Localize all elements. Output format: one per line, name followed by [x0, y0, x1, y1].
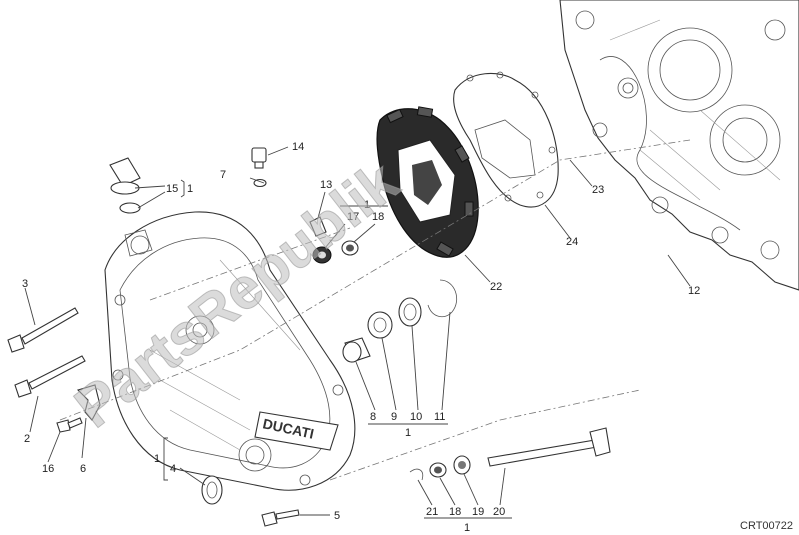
washer-7 [253, 178, 267, 188]
push-rod-20 [487, 427, 611, 467]
callout-12: 12 [688, 285, 700, 297]
callout-18-bottom: 18 [449, 506, 461, 518]
plug-14 [251, 147, 267, 169]
callout-20: 20 [493, 506, 505, 518]
bolt-5 [261, 509, 300, 527]
washer-10 [398, 297, 422, 327]
callout-10: 10 [410, 411, 422, 423]
callout-17: 17 [347, 211, 359, 223]
bolt-2 [14, 355, 86, 398]
bushing-8 [342, 337, 371, 363]
callout-16: 16 [42, 463, 54, 475]
callout-2: 2 [24, 433, 30, 445]
seal-9 [367, 311, 393, 339]
callout-15-group-1: 1 [187, 183, 193, 195]
oil-seal-4 [201, 475, 223, 505]
callout-labels: 1 15 1 14 7 13 17 18 3 2 6 16 4 1 5 8 9 … [22, 141, 700, 534]
bearing-18-top [341, 240, 359, 256]
leader-lines [24, 146, 691, 519]
callout-11: 11 [434, 411, 445, 423]
axis-line [59, 139, 691, 421]
callout-18-top: 18 [372, 211, 384, 223]
oil-filler-cap [109, 157, 141, 214]
callout-24: 24 [566, 236, 578, 248]
callout-19: 19 [472, 506, 484, 518]
callout-6: 6 [80, 463, 86, 475]
callout-22: 22 [490, 281, 502, 293]
callout-14: 14 [292, 141, 304, 153]
callout-1-mid: 1 [405, 427, 411, 439]
callout-9: 9 [391, 411, 397, 423]
callout-4: 4 [170, 463, 176, 475]
circlip-11 [427, 279, 457, 318]
seal-19 [453, 455, 471, 475]
spring-17 [312, 246, 332, 264]
circlip-21 [409, 468, 424, 481]
callout-1-top: 1 [364, 199, 370, 211]
bearing-18-bottom [429, 462, 447, 478]
callout-8: 8 [370, 411, 376, 423]
cover-gasket [453, 71, 559, 208]
damper-plate [376, 106, 479, 258]
callout-23: 23 [592, 184, 604, 196]
crankcase-half [559, 0, 799, 291]
callout-21: 21 [426, 506, 438, 518]
dowel-13 [309, 216, 327, 237]
callout-3: 3 [22, 278, 28, 290]
bracket-6 [76, 384, 101, 421]
drawing-code: CRT00722 [740, 520, 793, 532]
bolt-16 [56, 417, 83, 433]
callout-5: 5 [334, 510, 340, 522]
callout-13: 13 [320, 179, 332, 191]
callout-15: 15 [166, 183, 178, 195]
callout-1-left: 1 [154, 453, 160, 465]
axis-line-upper [149, 227, 351, 301]
callout-7: 7 [220, 169, 226, 181]
axis-line-lower [329, 389, 641, 481]
bolt-3 [7, 307, 79, 353]
callout-1-bottom: 1 [464, 522, 470, 534]
clutch-cover: DUCATI [104, 211, 356, 491]
